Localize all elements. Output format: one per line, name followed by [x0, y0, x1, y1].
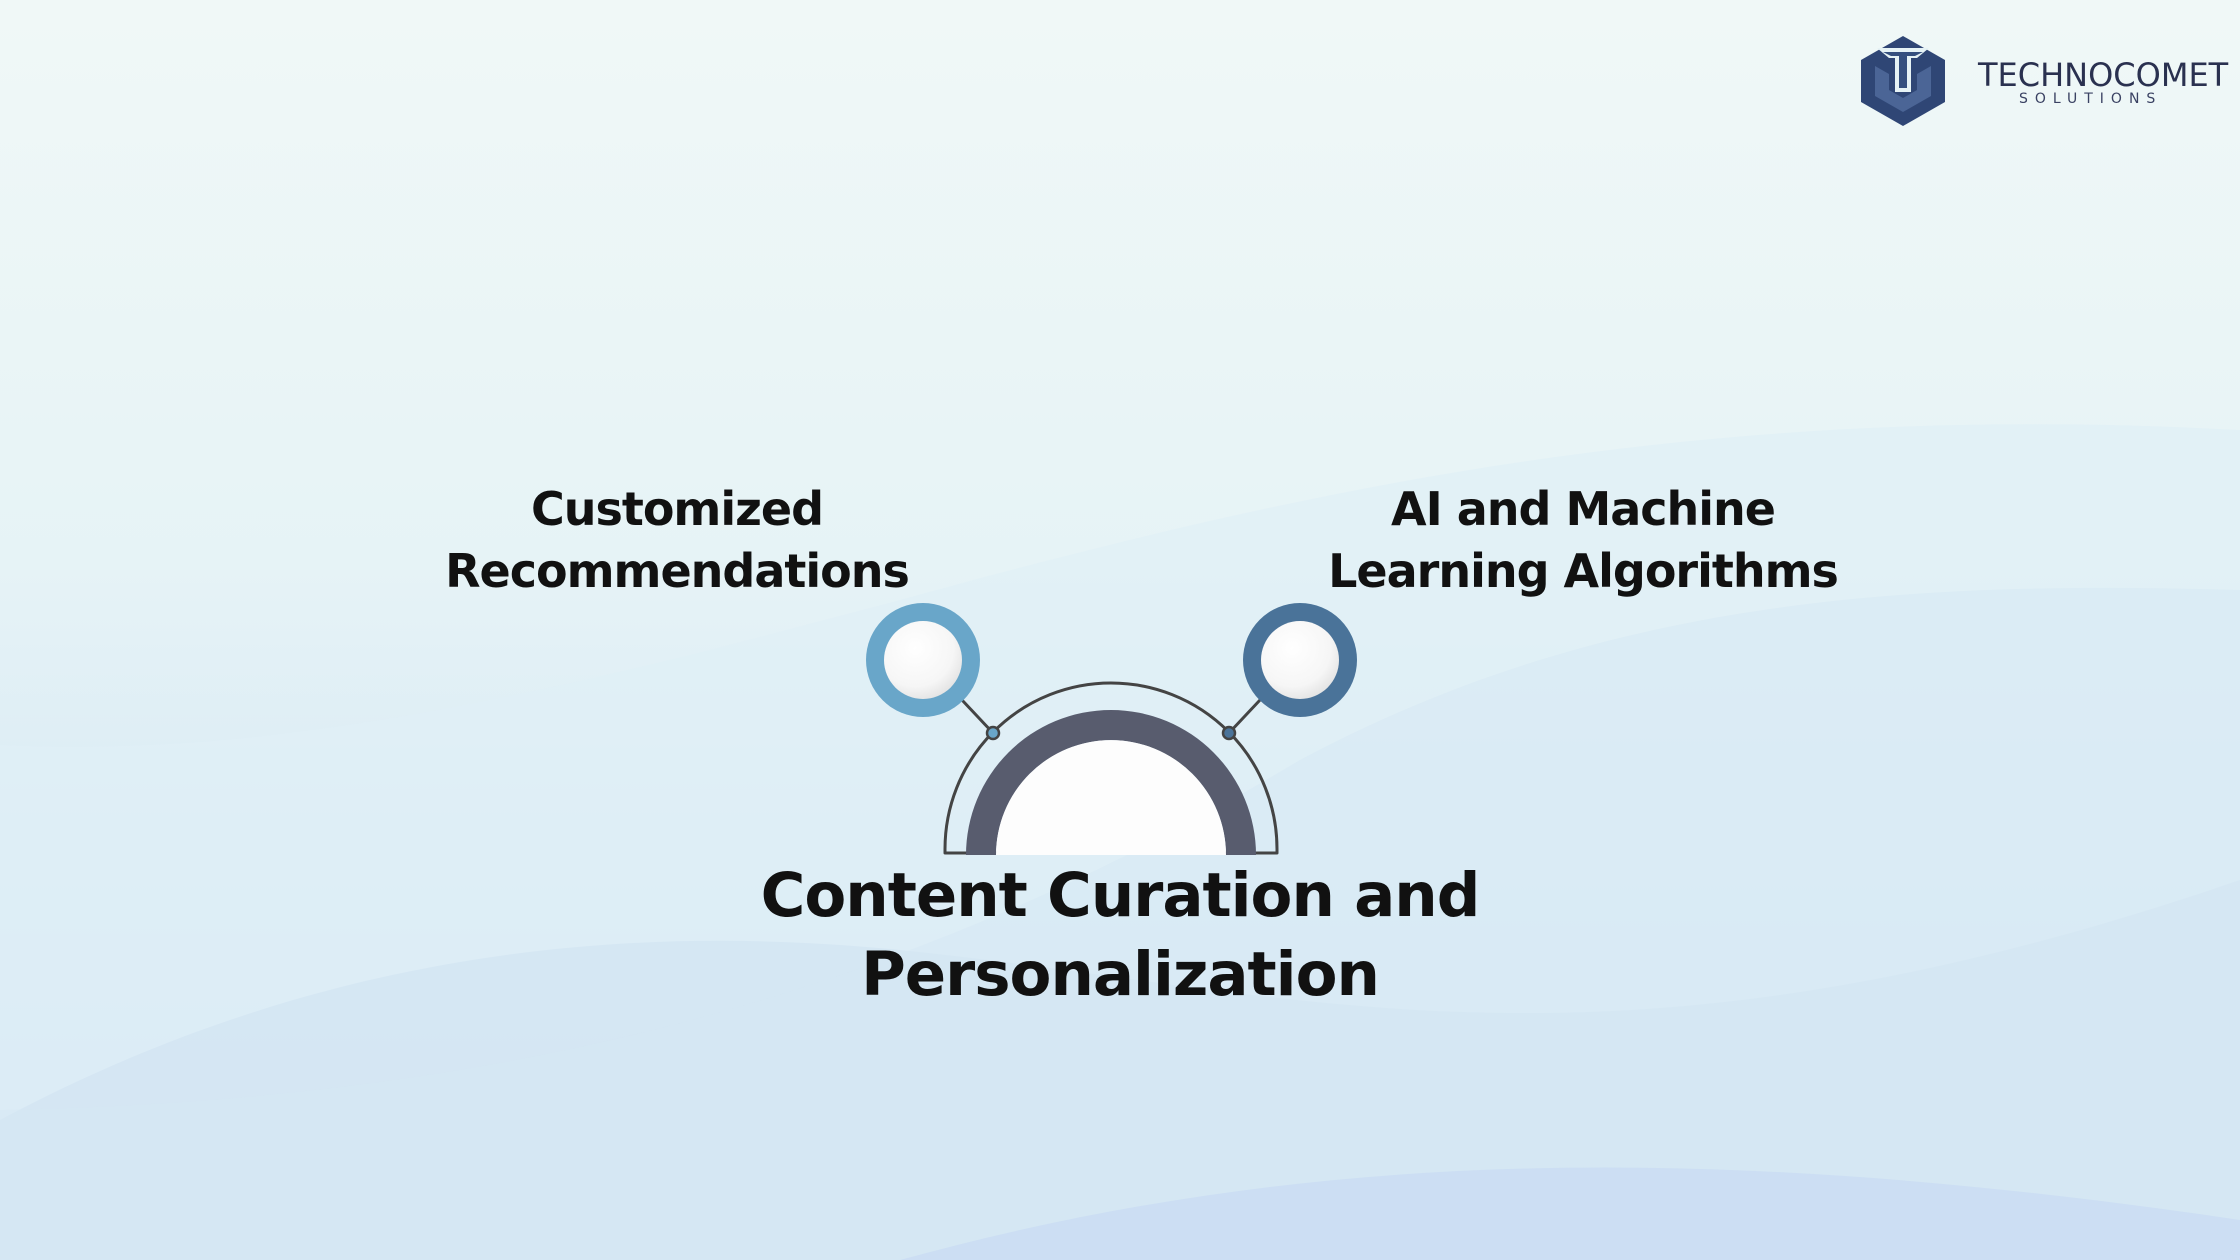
label-line: Customized [530, 482, 824, 536]
center-semicircle [996, 740, 1226, 855]
brand-tagline: SOLUTIONS [2019, 91, 2163, 107]
dark-arc-band [966, 710, 1256, 855]
node-dot-left [985, 725, 1001, 741]
node-ball-right [1261, 621, 1339, 699]
title-line: Personalization [861, 939, 1380, 1010]
connector-left [960, 698, 995, 735]
connector-right [1227, 698, 1262, 735]
node-dot-right [1221, 725, 1237, 741]
technocomet-logo-icon [1861, 36, 1945, 126]
brand-name: TECHNOCOMET [1978, 56, 2229, 94]
diagram-title: Content Curation and Personalization [720, 856, 1520, 1014]
node-label-ai-ml-algorithms: AI and Machine Learning Algorithms [1283, 478, 1883, 602]
outer-arc-outline [943, 681, 1279, 855]
label-line: AI and Machine [1390, 482, 1776, 536]
label-line: Recommendations [445, 544, 910, 598]
title-line: Content Curation and [760, 860, 1481, 931]
node-label-customized-recommendations: Customized Recommendations [397, 478, 957, 602]
label-line: Learning Algorithms [1328, 544, 1839, 598]
node-ball-left [884, 621, 962, 699]
